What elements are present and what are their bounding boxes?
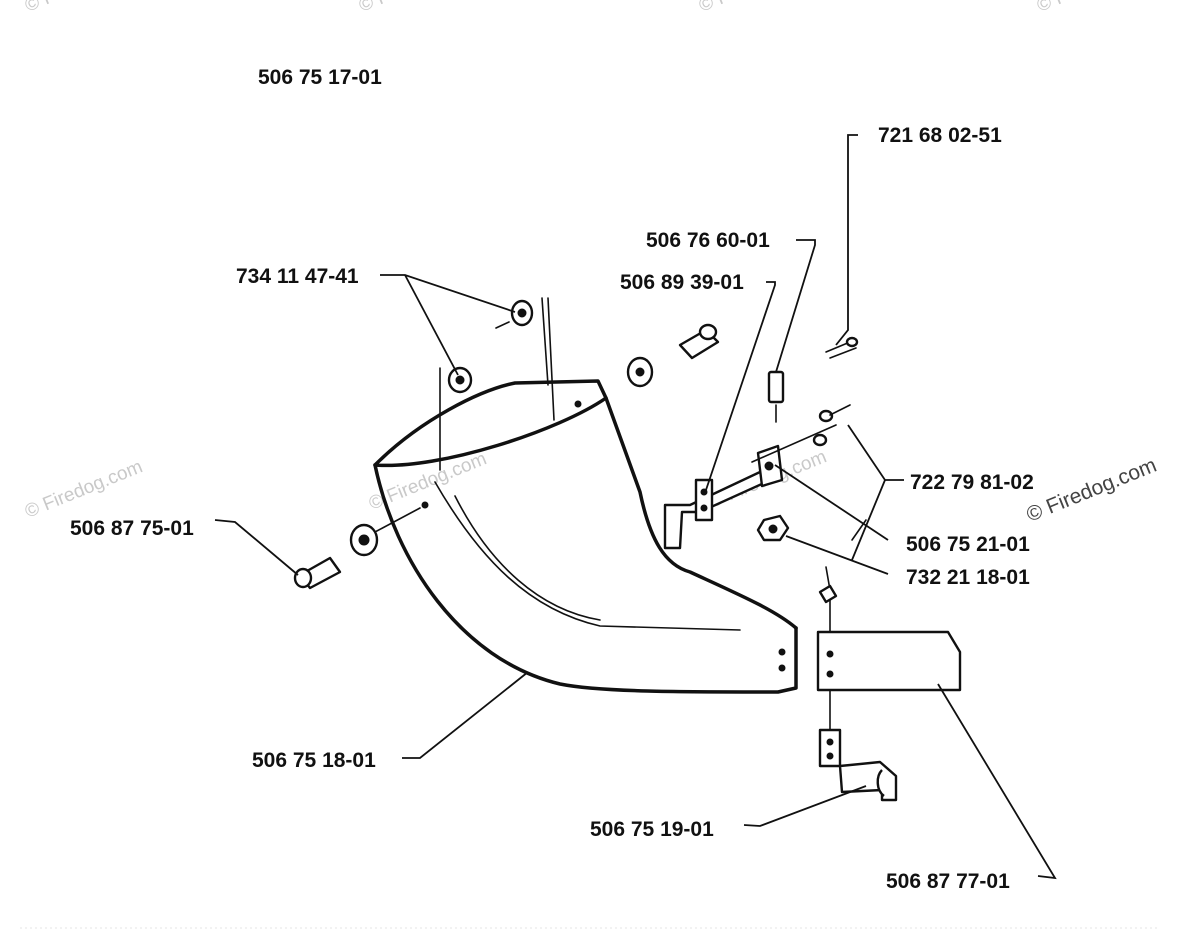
label-732-21-18-01: 732 21 18-01 xyxy=(906,566,1030,589)
watermark-top-4: © Fire xyxy=(1034,0,1090,17)
label-734-11-47-41: 734 11 47-41 xyxy=(236,265,359,288)
fasteners-right xyxy=(751,336,867,731)
fasteners-upper xyxy=(447,299,720,394)
label-506-75-21-01: 506 75 21-01 xyxy=(906,533,1030,556)
fasteners-left xyxy=(293,507,421,590)
label-721-68-02-51: 721 68 02-51 xyxy=(878,124,1002,147)
label-506-75-19-01: 506 75 19-01 xyxy=(590,818,714,841)
watermark-top-1: © Fire xyxy=(22,0,78,17)
leader-lines xyxy=(214,134,1057,880)
watermark-top-2: © Fire xyxy=(356,0,412,17)
label-506-87-77-01: 506 87 77-01 xyxy=(886,870,1010,893)
chute-housing xyxy=(373,297,798,694)
label-722-79-81-02: 722 79 81-02 xyxy=(910,471,1034,494)
label-506-87-75-01: 506 87 75-01 xyxy=(70,517,194,540)
watermark-top-3: © Fire xyxy=(696,0,752,17)
watermarks: © Fire © Fire © Fire © Fire © Firedog.co… xyxy=(22,0,1160,527)
watermark-right-edge: © Firedog.com xyxy=(1023,454,1160,527)
label-506-89-39-01: 506 89 39-01 xyxy=(620,271,744,294)
label-506-76-60-01: 506 76 60-01 xyxy=(646,229,770,252)
guard-plate xyxy=(816,630,962,692)
label-506-75-18-01: 506 75 18-01 xyxy=(252,749,376,772)
diagram-title: 506 75 17-01 xyxy=(258,66,382,89)
clip-506-89-39-01 xyxy=(694,478,714,522)
part-labels: 506 75 17-01 721 68 02-51 506 76 60-01 5… xyxy=(70,66,1034,893)
watermark-mid-left: © Firedog.com xyxy=(22,456,146,522)
